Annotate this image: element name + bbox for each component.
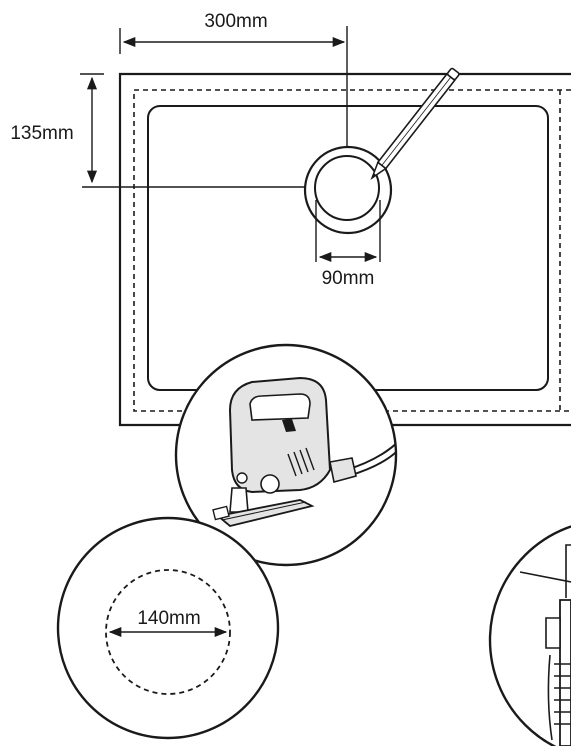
jigsaw-icon [212, 376, 396, 527]
cut-line-dashed [133, 89, 571, 412]
fitting-callout [488, 525, 571, 751]
tap-hole-inner-ring [314, 155, 380, 221]
dimension-135mm: 135mm [10, 73, 104, 184]
tap-hole: 90mm [303, 145, 393, 289]
fitting-icon [519, 544, 571, 747]
dimension-300mm: 300mm [119, 11, 346, 54]
dimension-label-300mm: 300mm [204, 11, 267, 32]
dimension-label-135mm: 135mm [10, 123, 73, 144]
jigsaw-callout [174, 343, 398, 567]
dimension-label-90mm: 90mm [322, 268, 375, 289]
dimension-label-140mm: 140mm [137, 608, 200, 629]
cutout-callout: 140mm [56, 516, 280, 740]
cutout-dashed-circle [105, 569, 231, 695]
pencil-icon [370, 67, 460, 180]
fitting-callout-frame [488, 525, 571, 751]
